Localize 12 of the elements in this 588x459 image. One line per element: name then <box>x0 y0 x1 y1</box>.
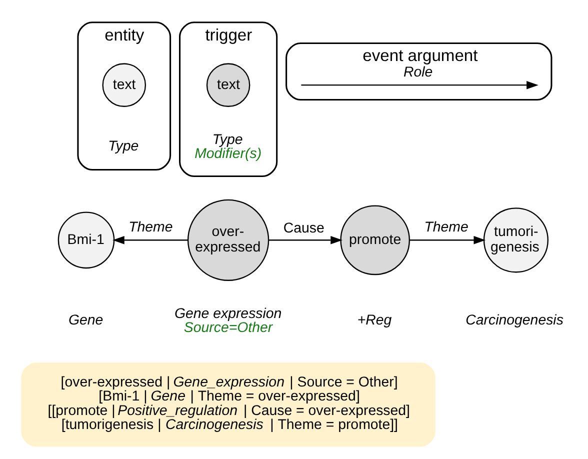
node-label: +Reg <box>357 312 392 328</box>
node-label: Modifier(s) <box>194 146 262 162</box>
node-label: Gene <box>68 312 104 328</box>
legend-label: Role <box>404 64 433 80</box>
node-label: Gene expression <box>174 306 282 322</box>
node-label: Carcinogenesis <box>466 312 564 328</box>
edge-label: Cause <box>283 220 324 237</box>
edge-label: Theme <box>424 219 468 236</box>
node-label: Source=Other <box>184 320 273 336</box>
node-label: Type <box>212 132 243 148</box>
edge-label: Theme <box>128 219 173 236</box>
node-label: Type <box>108 138 139 154</box>
